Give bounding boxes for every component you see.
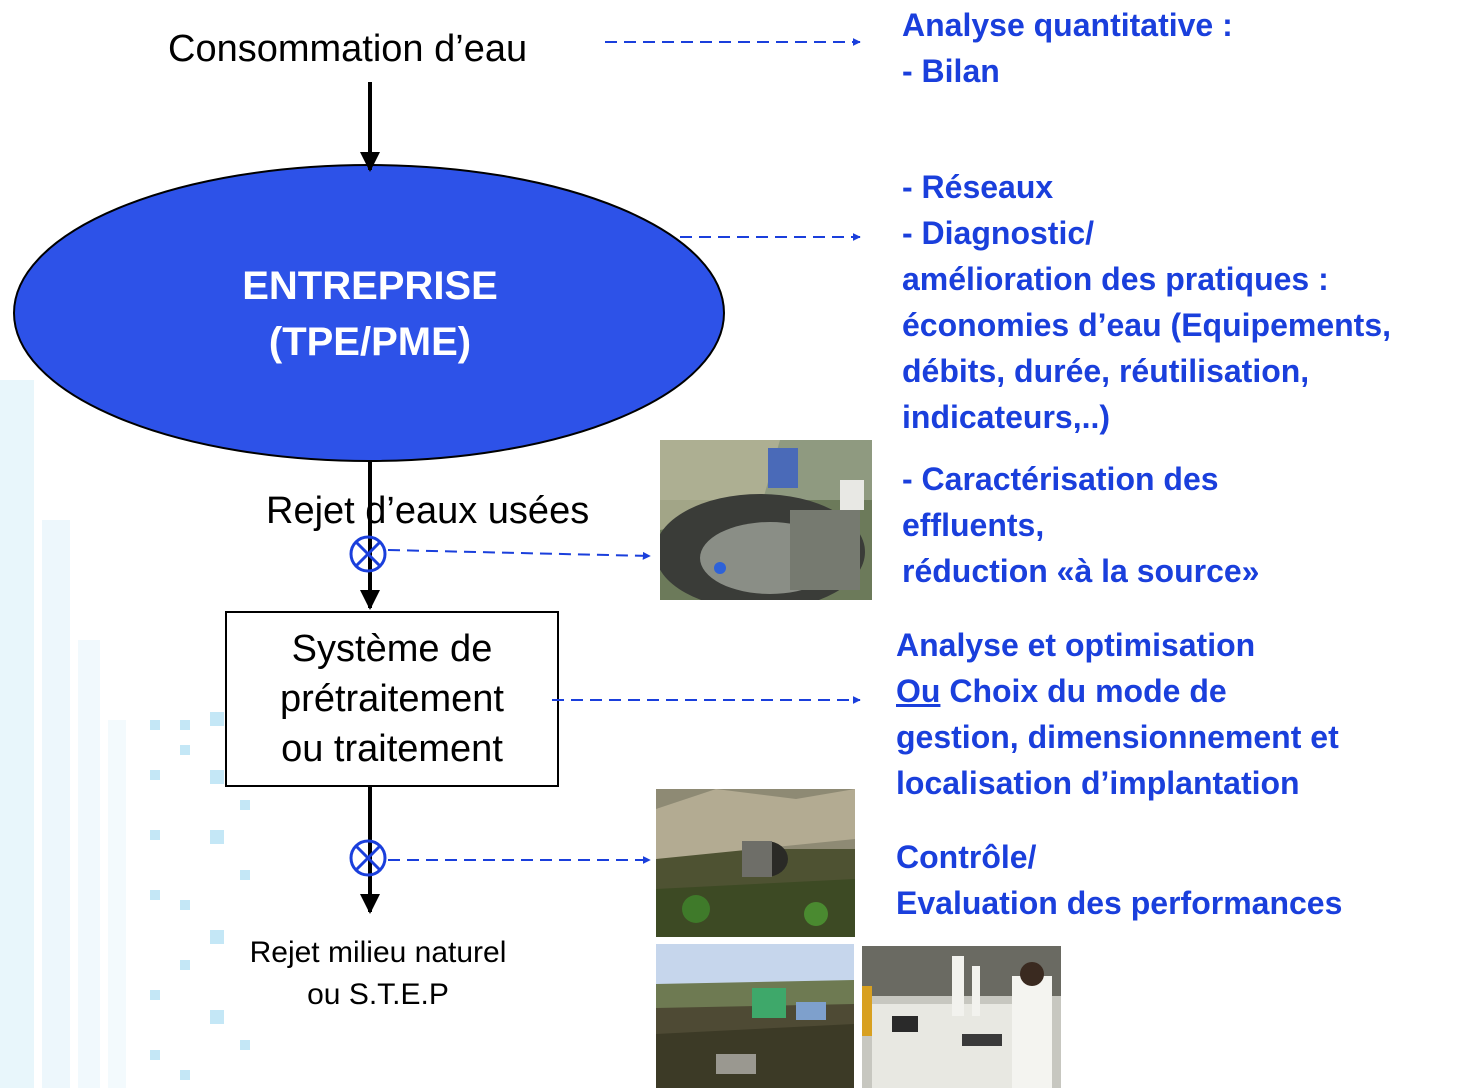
dashed-arrow-effluents bbox=[387, 549, 651, 560]
note-treatment-optimisation: Analyse et optimisation Ou Choix du mode… bbox=[896, 627, 1339, 801]
company-name: ENTREPRISE bbox=[242, 264, 498, 308]
treatment-label: Système de prétraitement ou traitement bbox=[280, 628, 504, 770]
note-effluent-characterisation: - Caractérisation des effluents, réducti… bbox=[902, 461, 1260, 589]
photo-laboratory bbox=[862, 946, 1061, 1088]
discharge-label: Rejet milieu naturel ou S.T.E.P bbox=[249, 936, 507, 1011]
photo-wastewater-sampling bbox=[660, 440, 872, 600]
sampling-point-icon bbox=[349, 839, 387, 877]
photo-field-sampler bbox=[656, 944, 854, 1088]
company-type: (TPE/PME) bbox=[268, 320, 472, 364]
wastewater-label: Rejet d’eaux usées bbox=[266, 490, 590, 532]
sampling-point-icon bbox=[349, 535, 387, 573]
note-performance-control: Contrôle/ Evaluation des performances bbox=[896, 839, 1343, 921]
note-quantitative-analysis: Analyse quantitative : - Bilan bbox=[902, 7, 1233, 89]
consumption-label: Consommation d’eau bbox=[168, 28, 528, 70]
photo-discharge-pipe bbox=[656, 789, 855, 937]
note-networks-diagnostic: - Réseaux - Diagnostic/ amélioration des… bbox=[902, 169, 1391, 435]
company-label: ENTREPRISE (TPE/PME) bbox=[130, 258, 610, 370]
